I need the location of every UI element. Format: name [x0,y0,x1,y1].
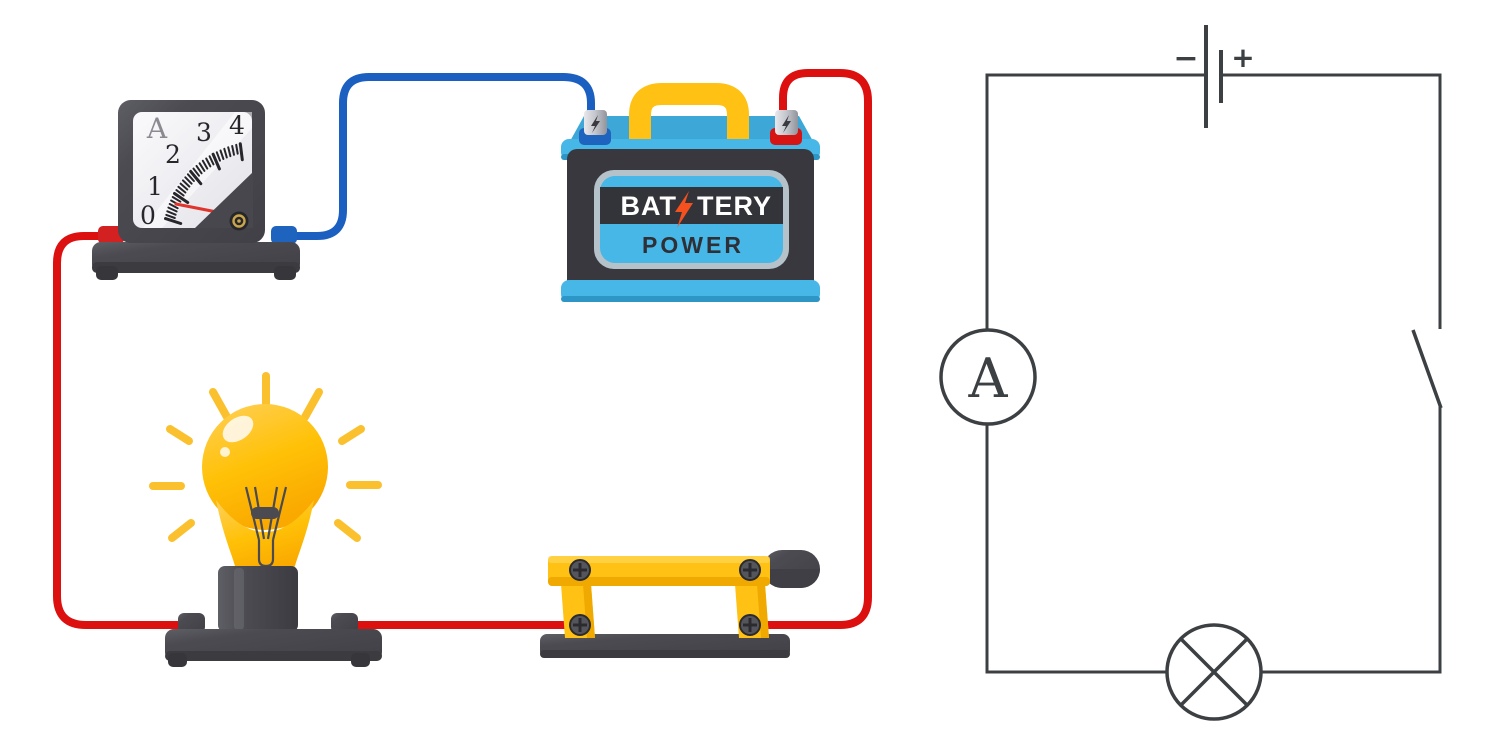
switch-bar-highlight [548,556,770,563]
bulb-holder [165,566,382,667]
lightning-bolt-icon [675,191,693,228]
ray [338,425,365,445]
circuit-schematic: − + A [939,25,1443,721]
bulb-socket [218,566,298,632]
holder-nub-left [178,613,205,633]
ray [168,519,195,542]
screw [739,614,761,636]
battery-bottom-lip-shade [561,296,820,302]
holder-base-shadow [165,651,382,661]
ammeter-base-shadow [92,262,300,273]
switch-handle-shade [763,569,820,588]
battery-label-right: TERY [697,191,772,221]
scale-digit-1: 1 [147,172,163,201]
scale-digit-0: 0 [140,201,156,230]
ammeter-symbol: A [939,328,1037,426]
switch-symbol [1411,329,1443,409]
battery-plate-band [600,187,783,224]
battery-handle [629,83,749,145]
holder-foot-left [168,653,187,667]
battery-minus-sign: − [1173,41,1198,76]
ammeter-unit-label: A [146,112,168,145]
lamp-symbol [1165,623,1263,721]
ray [166,425,193,445]
ammeter-foot-right [274,266,296,280]
ammeter-symbol-label: A [968,347,1009,410]
ammeter-terminal-blue [271,226,297,244]
face-glare [143,112,252,228]
switch-base-shadow [540,650,790,658]
terminal-lightning-icon [591,115,600,133]
ray [301,388,323,421]
switch-bar-shade [548,577,770,586]
bulb-highlight [222,415,254,443]
wires [53,69,872,629]
battery-label-left: BAT [621,191,678,221]
screw [739,559,761,581]
terminal-lightning-icon [782,115,791,133]
ammeter-terminal-red [98,226,124,244]
socket-highlight [234,568,244,630]
bulb-rays [149,372,382,542]
battery-label-power: POWER [642,232,744,258]
ray [334,519,361,542]
knife-switch [540,550,820,658]
holder-nub-right [331,613,358,633]
battery-illustration: BAT TERY POWER [561,83,820,302]
scale-digit-4: 4 [229,111,245,140]
scale-digit-2: 2 [165,140,181,169]
circuit-illustration: 0 1 2 3 4 A [53,69,872,667]
light-bulb [202,404,328,574]
adjust-screw [229,211,249,231]
red-wire-left [53,232,194,629]
screw [569,559,591,581]
ammeter-foot-left [96,266,118,280]
battery-terminal-negative [579,110,611,145]
screw [569,614,591,636]
ammeter-scale-ticks [164,142,244,225]
battery-symbol: − + [1173,25,1255,128]
bulb-neck [216,500,314,574]
battery-plus-sign: + [1231,41,1254,74]
scale-digit-3: 3 [196,118,212,147]
blue-wire [281,73,595,240]
ray [209,388,231,421]
filament-bar [251,507,279,519]
bulb-highlight-dot [220,447,230,457]
switch-screws [569,559,761,636]
ammeter-circle [939,328,1037,426]
ammeter-illustration: 0 1 2 3 4 A [92,100,300,280]
switch-blade [1411,329,1443,409]
lamp-cross-2 [1179,637,1249,707]
red-wire-right [744,69,872,629]
holder-foot-right [351,653,370,667]
battery-terminal-positive [770,110,802,145]
